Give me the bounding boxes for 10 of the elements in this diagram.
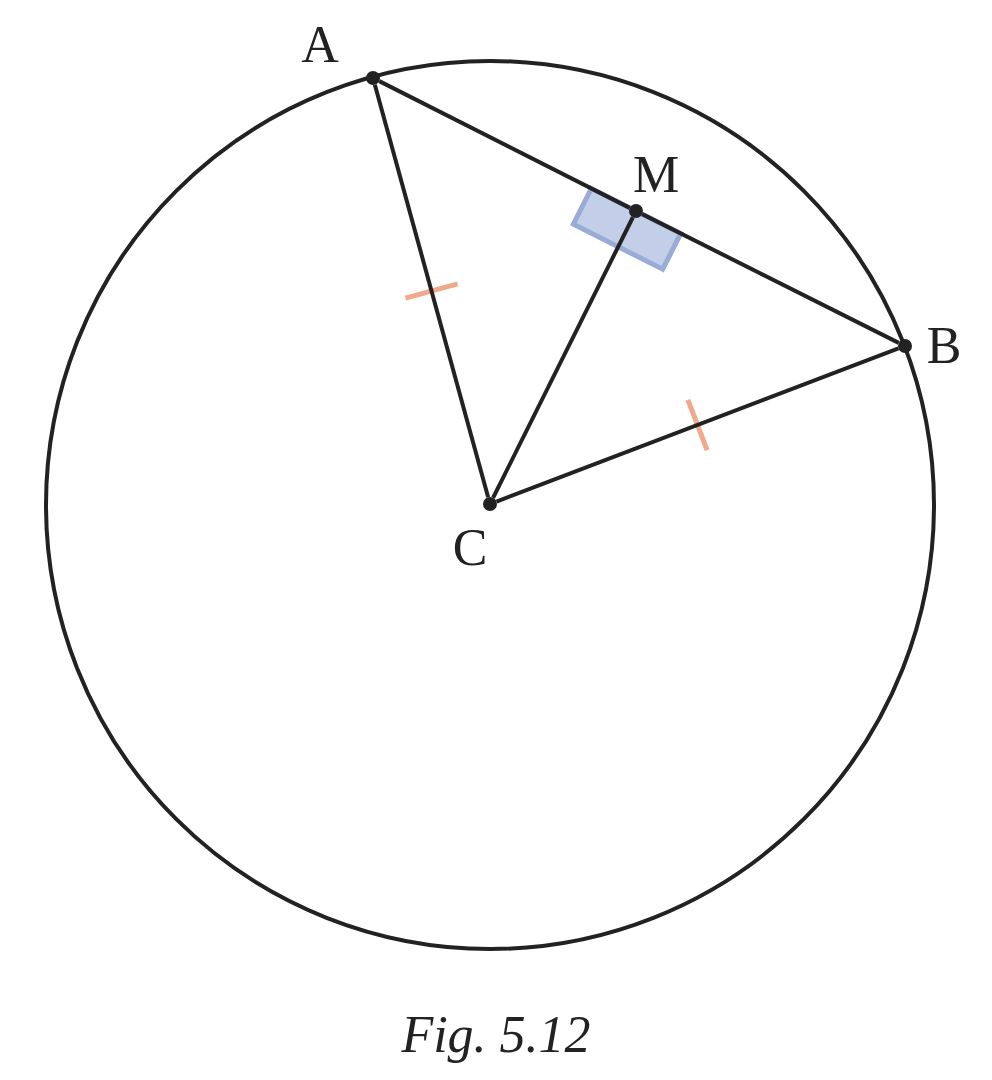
figure-caption: Fig. 5.12 — [401, 1006, 591, 1063]
line-segment — [641, 212, 900, 345]
line-segment — [491, 216, 635, 499]
point-label: M — [632, 149, 680, 201]
point-label: A — [301, 19, 339, 71]
line-segment — [378, 79, 631, 210]
point-label: B — [926, 320, 962, 372]
line-segment — [372, 84, 491, 498]
line-segment — [495, 346, 900, 504]
point-label: C — [452, 522, 488, 574]
